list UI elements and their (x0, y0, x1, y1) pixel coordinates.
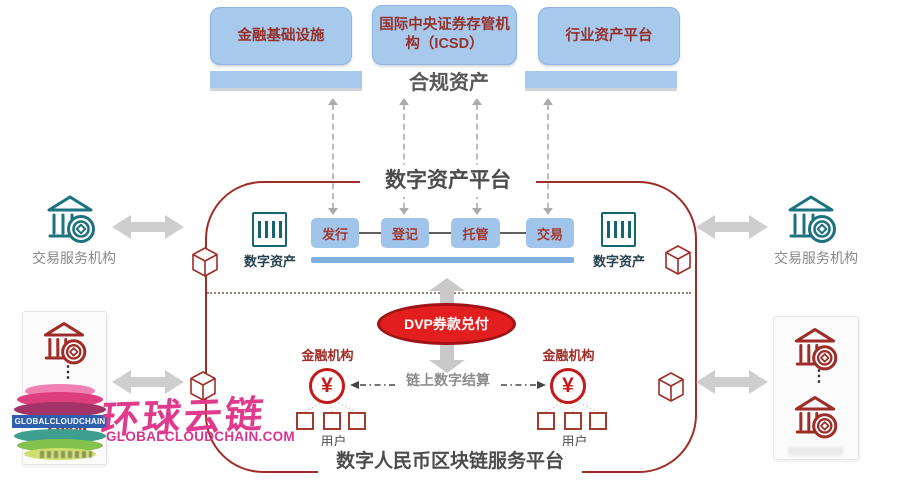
user-square (589, 412, 607, 430)
compliant-asset-bar-left (210, 71, 362, 88)
cube-icon (665, 245, 691, 275)
up-arrow-icon (429, 278, 465, 306)
dvp-ellipse: DVP券款兑付 (377, 303, 516, 345)
compliant-asset-bar-right (525, 71, 677, 88)
bank-icon (43, 322, 87, 365)
platform-title: 数字资产平台 (360, 165, 536, 197)
platform-bottom-title: 数字人民币区块链服务平台 (318, 446, 582, 478)
function-box-custody: 托管 (451, 218, 500, 248)
top-box-financial-infrastructure: 金融基础设施 (210, 7, 352, 65)
function-box-trade: 交易 (526, 218, 574, 248)
users-label-right: 用户 (561, 434, 588, 449)
user-square (564, 412, 582, 430)
dashed-arrow-register (398, 98, 410, 215)
user-square (537, 412, 555, 430)
bank-icon (788, 195, 836, 243)
cube-icon (192, 247, 218, 277)
trading-service-label-right: 交易服务机构 (774, 250, 858, 266)
digital-asset-label-right: 数字资产 (592, 254, 645, 269)
logo-fineprint (40, 451, 92, 458)
function-connector (429, 232, 451, 234)
settlement-label: 链上数字结算 (406, 372, 490, 388)
dashed-arrow-issue (327, 98, 339, 215)
digital-asset-label-left: 数字资产 (243, 254, 296, 269)
users-label-left: 用户 (320, 434, 347, 449)
ellipsis-icon: ⋮ (60, 364, 76, 381)
function-box-register: 登记 (381, 218, 429, 248)
user-square (348, 412, 366, 430)
double-arrow-icon (696, 215, 768, 239)
double-arrow-icon (112, 215, 184, 239)
logo-banner: GLOBALCLOUDCHAIN (12, 415, 108, 428)
bank-icon (794, 396, 838, 439)
user-square (296, 412, 314, 430)
barcode-icon (252, 212, 287, 247)
ellipsis-icon: ⋮ (811, 368, 827, 385)
bank-icon (794, 328, 838, 371)
ecny-icon: ¥ (550, 368, 586, 404)
user-square (323, 412, 341, 430)
bank-icon (47, 195, 95, 243)
member-card-caption-faded (788, 447, 843, 456)
trading-service-label-left: 交易服务机构 (32, 250, 116, 266)
ecny-icon: ¥ (309, 368, 345, 404)
financial-institution-label-left: 金融机构 (301, 348, 354, 363)
cube-icon (658, 372, 684, 402)
logo-brand-url: GLOBALCLOUDCHAIN.COM (106, 429, 295, 444)
dashdot-arrow-right-icon (501, 381, 546, 389)
top-box-icsd: 国际中央证券存管机构（ICSD） (372, 5, 517, 65)
double-arrow-icon (112, 370, 184, 394)
top-box-industry-asset-platform: 行业资产平台 (538, 7, 680, 65)
dashed-arrow-trade (542, 98, 554, 215)
globalcloudchain-logo: GLOBALCLOUDCHAIN (12, 384, 108, 462)
dashed-arrow-custody (471, 98, 483, 215)
function-connector (500, 232, 526, 234)
barcode-icon (601, 212, 636, 247)
dashdot-arrow-left-icon (350, 381, 395, 389)
compliant-assets-label: 合规资产 (409, 72, 489, 94)
cube-icon (190, 371, 216, 401)
function-connector (359, 232, 381, 234)
financial-institution-label-right: 金融机构 (542, 348, 595, 363)
double-arrow-icon (696, 370, 768, 394)
down-arrow-icon (429, 345, 465, 373)
function-box-issue: 发行 (311, 218, 359, 248)
function-underline-bar (311, 257, 574, 263)
